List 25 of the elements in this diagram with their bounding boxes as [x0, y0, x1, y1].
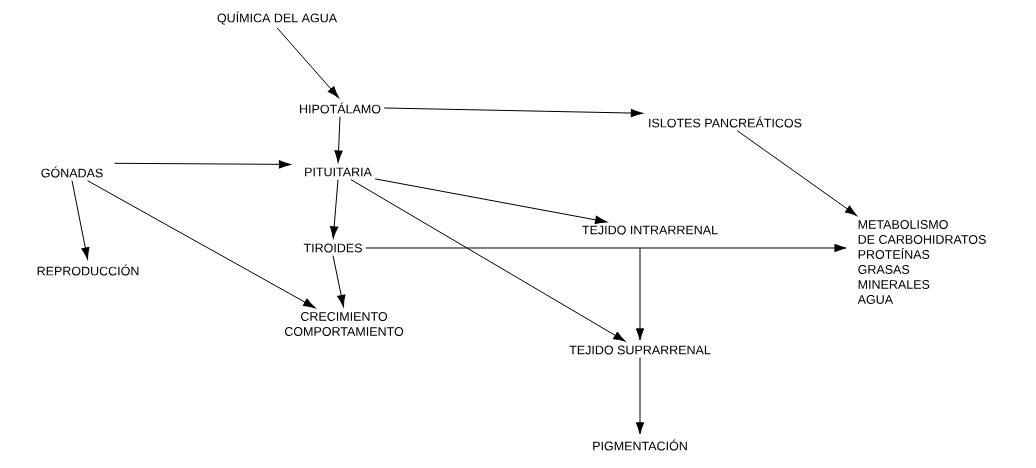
arrow: [113, 160, 291, 169]
node-label: GÓNADAS: [41, 166, 103, 178]
node-label: TEJIDO INTRARRENAL: [582, 225, 718, 235]
arrow: [87, 180, 316, 309]
arrow: [350, 179, 626, 342]
node-label: ISLOTES PANCREÁTICOS: [649, 116, 802, 128]
arrow: [71, 180, 90, 260]
node-label: TEJIDO SUPRARRENAL: [569, 345, 711, 355]
arrow: [736, 130, 858, 216]
arrow: [383, 107, 643, 118]
arrow: [329, 179, 339, 239]
node-label: QUÍMICA DEL AGUA: [217, 11, 338, 25]
node-label: METABOLISMO DE CARBOHIDRATOS PROTEÍNAS GRASAS MINERALES AGUA: [857, 220, 986, 304]
arrow: [635, 357, 645, 435]
arrow: [365, 243, 847, 341]
node-label: HIPOTÁLAMO: [300, 102, 381, 114]
node-label: CRECIMIENTO COMPORTAMIENTO: [284, 312, 404, 336]
arrow: [276, 27, 339, 98]
node-label: TIROIDES: [303, 243, 362, 253]
node-label: PIGMENTACIÓN: [593, 439, 687, 451]
node-label: REPRODUCCIÓN: [37, 264, 139, 276]
arrow: [334, 116, 343, 163]
arrow: [374, 178, 608, 224]
arrow: [332, 255, 346, 308]
node-label: PITUITARIA: [305, 167, 372, 177]
